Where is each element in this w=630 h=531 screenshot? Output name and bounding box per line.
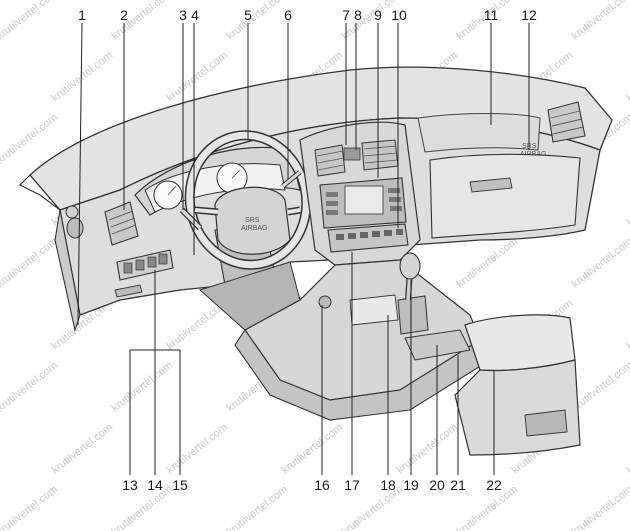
center-vents bbox=[314, 139, 399, 177]
callout-10: 10 bbox=[391, 7, 407, 23]
watermark-text: krutilvertel.com bbox=[164, 421, 230, 476]
callout-7: 7 bbox=[342, 7, 350, 23]
gear-shift-lever bbox=[397, 252, 429, 335]
watermark-text: krutilvertel.com bbox=[279, 421, 345, 476]
steering-wheel-hub bbox=[214, 186, 291, 255]
callout-12: 12 bbox=[521, 7, 537, 23]
watermark-text: krutilvertel.com bbox=[224, 0, 290, 42]
callout-5: 5 bbox=[244, 7, 252, 23]
watermark-text: krutilvertel.com bbox=[624, 297, 630, 352]
callout-16: 16 bbox=[314, 477, 330, 493]
climate-control-unit bbox=[327, 223, 409, 253]
watermark-text: krutilvertel.com bbox=[109, 483, 175, 531]
glove-box-handle bbox=[469, 177, 513, 193]
watermark-text: krutilvertel.com bbox=[569, 0, 630, 42]
watermark-text: krutilvertel.com bbox=[224, 483, 290, 531]
callout-17: 17 bbox=[344, 477, 360, 493]
watermark-text: krutilvertel.com bbox=[624, 173, 630, 228]
watermark-text: krutilvertel.com bbox=[0, 0, 60, 42]
callout-numbers-bottom: 13 14 15 16 17 18 19 20 21 22 bbox=[122, 477, 502, 493]
callout-9: 9 bbox=[374, 7, 382, 23]
callout-19: 19 bbox=[403, 477, 419, 493]
rear-console-pocket bbox=[524, 409, 568, 437]
watermark-text: krutilvertel.com bbox=[624, 49, 630, 104]
callout-8: 8 bbox=[354, 7, 362, 23]
callout-11: 11 bbox=[484, 7, 499, 23]
watermark-text: krutilvertel.com bbox=[569, 235, 630, 290]
steering-airbag-sublabel: AIRBAG bbox=[241, 225, 267, 232]
callout-4: 4 bbox=[191, 7, 199, 23]
glove-box bbox=[429, 153, 581, 239]
watermark-text: krutilvertel.com bbox=[394, 421, 460, 476]
callout-15: 15 bbox=[172, 477, 188, 493]
steering-airbag-label: SRS bbox=[245, 217, 260, 224]
watermark-text: krutilvertel.com bbox=[49, 49, 115, 104]
watermark-text: krutilvertel.com bbox=[0, 359, 60, 414]
left-defroster-knob bbox=[66, 217, 84, 239]
audio-unit bbox=[319, 177, 407, 229]
passenger-airbag-panel bbox=[417, 113, 541, 153]
rear-console-body bbox=[454, 359, 581, 456]
watermark-text: krutilvertel.com bbox=[49, 421, 115, 476]
armrest bbox=[464, 314, 576, 372]
callout-2: 2 bbox=[120, 7, 128, 23]
callout-numbers-top: 1 2 3 4 5 6 7 8 9 10 11 12 bbox=[78, 7, 537, 23]
right-side-vent bbox=[547, 101, 586, 143]
watermark-text: krutilvertel.com bbox=[454, 235, 520, 290]
callout-22: 22 bbox=[486, 477, 502, 493]
switch-panel bbox=[116, 249, 174, 281]
watermark-text: krutilvertel.com bbox=[624, 421, 630, 476]
callout-18: 18 bbox=[380, 477, 396, 493]
callout-20: 20 bbox=[429, 477, 445, 493]
console-knob bbox=[318, 295, 332, 309]
watermark-text: krutilvertel.com bbox=[109, 359, 175, 414]
watermark-text: krutilvertel.com bbox=[0, 483, 60, 531]
watermark-text: krutilvertel.com bbox=[569, 483, 630, 531]
callout-3: 3 bbox=[179, 7, 187, 23]
leader-lines bbox=[77, 22, 530, 475]
callout-21: 21 bbox=[450, 477, 466, 493]
console-tray bbox=[349, 294, 399, 326]
callout-14: 14 bbox=[147, 477, 163, 493]
dashboard-illustration: SRS AIRBAG bbox=[18, 66, 613, 456]
callout-6: 6 bbox=[284, 7, 292, 23]
hazard-switch bbox=[343, 147, 361, 161]
watermark-text: krutilvertel.com bbox=[0, 235, 60, 290]
callout-13: 13 bbox=[122, 477, 138, 493]
watermark-text: krutilvertel.com bbox=[569, 359, 630, 414]
callout-1: 1 bbox=[78, 7, 86, 23]
